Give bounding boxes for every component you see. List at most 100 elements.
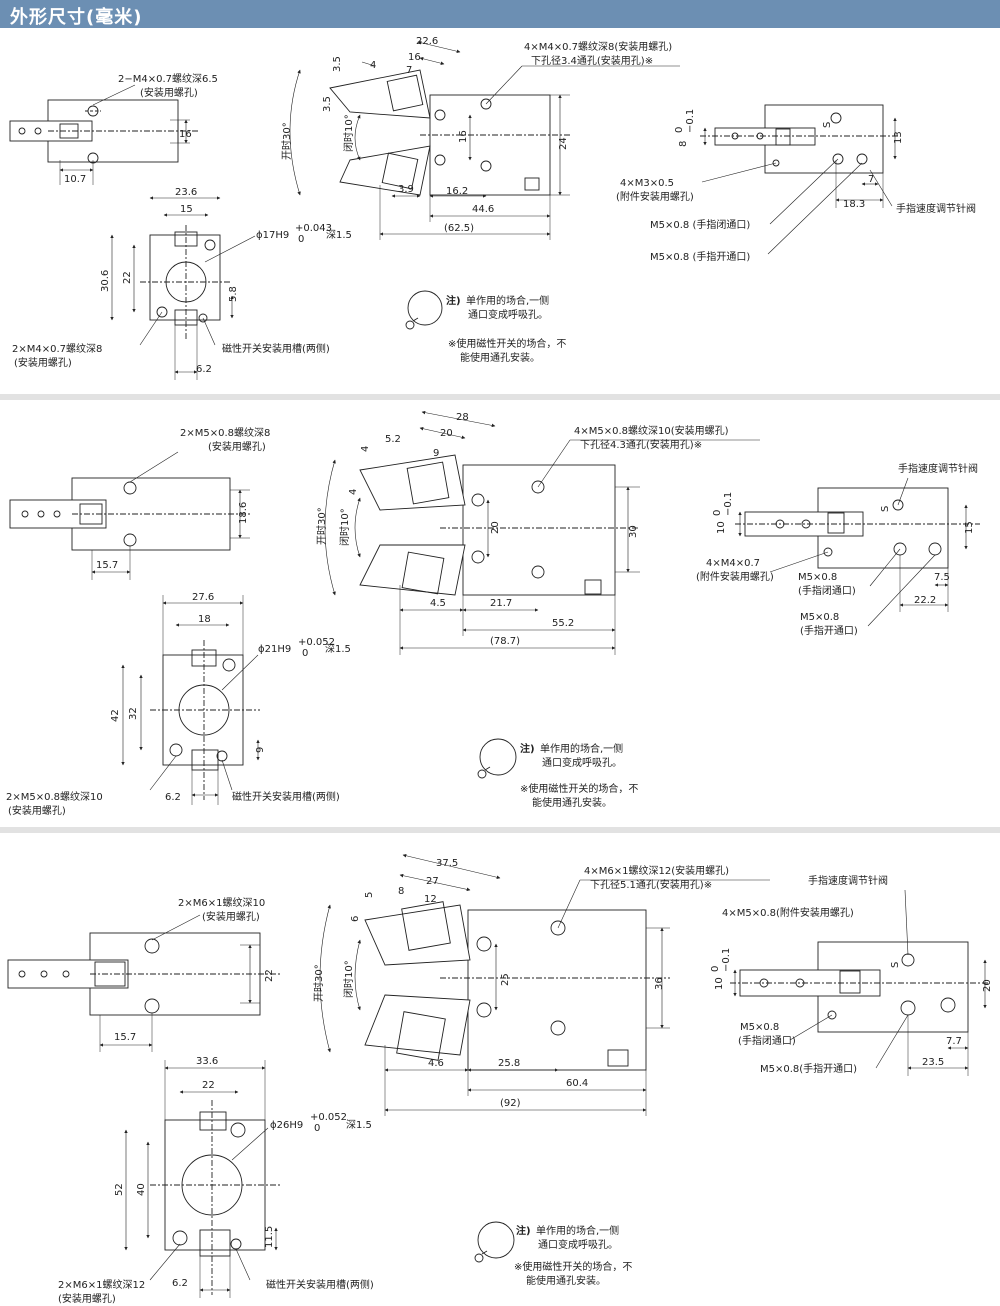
s1-note-1: 单作用的场合,一侧	[466, 294, 549, 307]
s3-dim-37-5: 37.5	[436, 858, 458, 869]
s1-right-view	[700, 104, 900, 255]
s2-middle-view	[324, 410, 760, 655]
s2-note-4: 能使用通孔安装。	[532, 796, 612, 809]
s2-dim-18-6: 18.6	[238, 502, 249, 524]
s3-r-thread: 4×M5×0.8(附件安装用螺孔)	[722, 906, 854, 919]
s1-dim-4: 4	[370, 60, 376, 71]
s3-dim-4-6: 4.6	[428, 1058, 444, 1069]
s3-dim-8: 8	[398, 886, 404, 897]
s3-r-dim-23-5: 23.5	[922, 1057, 944, 1068]
s3-dim-11-5: 11.5	[264, 1226, 275, 1248]
s1-dim-22: 22	[122, 271, 133, 284]
s1-dim-23-6: 23.6	[175, 187, 197, 198]
s2-bore-depth: 深1.5	[325, 643, 351, 655]
section-divider-1	[0, 394, 1000, 400]
s3-dim-5: 5	[364, 892, 375, 898]
s1-dim-24: 24	[558, 137, 569, 150]
section-1	[9, 40, 900, 380]
section-divider-2	[0, 827, 1000, 833]
s3-dim-60-4: 60.4	[566, 1078, 588, 1089]
s3-dim-36: 36	[654, 977, 665, 990]
s3-dim-40: 40	[136, 1183, 147, 1196]
s2-dim-78-7: (78.7)	[490, 636, 520, 647]
s1-r-dim-7: 7	[868, 174, 874, 185]
s2-dim-9: 9	[255, 747, 266, 753]
s2-r-needle: 手指速度调节针阀	[898, 462, 978, 475]
s1-r-port-close: M5×0.8 (手指闭通口)	[650, 218, 750, 231]
s2-r-dim-10-tol-up: 0	[712, 510, 723, 516]
s3-dim-22: 22	[264, 969, 275, 982]
s3-middle-view	[319, 853, 770, 1116]
s3-r-port-close-note: (手指闭通口)	[738, 1034, 796, 1047]
s2-front-thread: 2×M5×0.8螺纹深10	[6, 790, 103, 803]
s2-labels: 2×M5×0.8螺纹深8 (安装用螺孔) 18.6 15.7 27.6 18 4…	[6, 412, 978, 817]
s1-front-view	[110, 196, 256, 380]
s2-front-view	[121, 595, 260, 805]
s2-dim-5-2: 5.2	[385, 434, 401, 445]
s1-note-label: 注)	[446, 294, 461, 307]
s2-note-label: 注)	[520, 742, 535, 755]
s3-dim-12: 12	[424, 894, 437, 905]
s3-dim-22f: 22	[202, 1080, 215, 1091]
s3-dim-6: 6	[350, 916, 361, 922]
s3-front-view	[124, 1060, 280, 1298]
s3-r-port-open: M5×0.8(手指开通口)	[760, 1062, 857, 1075]
s3-front-thread-note: (安装用螺孔)	[58, 1292, 116, 1305]
s2-dim-55-2: 55.2	[552, 618, 574, 629]
s1-top-thread-2: 下孔径3.4通孔(安装用孔)※	[531, 54, 653, 67]
s3-note-icon	[474, 1221, 515, 1263]
s2-note-3: ※使用磁性开关的场合，不	[520, 782, 638, 795]
s2-dim-15-7: 15.7	[96, 560, 118, 571]
s3-r-dim-20: 20	[982, 979, 993, 992]
s1-middle-view	[289, 40, 680, 240]
s1-note-2: 通口变成呼吸孔。	[468, 308, 548, 321]
s3-side-view	[7, 914, 280, 1052]
s3-bore-tol-lo: 0	[314, 1123, 320, 1134]
s1-labels: 2−M4×0.7螺纹深6.5 (安装用螺孔) 16 10.7 23.6 15 3…	[12, 36, 976, 375]
s1-dim-3-9: 3.9	[398, 184, 414, 195]
s3-front-thread: 2×M6×1螺纹深12	[58, 1278, 145, 1291]
s1-r-dim-13: 13	[893, 131, 904, 144]
s3-dim-52: 52	[114, 1183, 125, 1196]
s1-note-3: ※使用磁性开关的场合，不	[448, 337, 566, 350]
s1-open-angle: 开时30°	[281, 122, 293, 160]
s1-dim-16-2: 16.2	[446, 186, 468, 197]
s3-dim-15-7: 15.7	[114, 1032, 136, 1043]
s2-side-thread-note: (安装用螺孔)	[208, 440, 266, 453]
s2-dim-4a: 4	[360, 446, 371, 452]
s2-side-thread: 2×M5×0.8螺纹深8	[180, 426, 270, 439]
s2-open-angle: 开时30°	[316, 507, 328, 545]
page-title: 外形尺寸(毫米)	[10, 7, 143, 28]
s3-r-dim-7-7: 7.7	[946, 1036, 962, 1047]
s3-dim-33-6: 33.6	[196, 1056, 218, 1067]
s3-r-dim-10-tol-up: 0	[710, 966, 721, 972]
s3-side-thread-note: (安装用螺孔)	[202, 910, 260, 923]
s1-front-thread: 2×M4×0.7螺纹深8	[12, 342, 102, 355]
s2-front-thread-note: (安装用螺孔)	[8, 804, 66, 817]
s2-dim-6-2: 6.2	[165, 792, 181, 803]
s1-close-angle: 闭时10°	[342, 114, 355, 152]
s1-bore-tol-up: +0.043	[295, 223, 332, 234]
s2-r-port-close-note: (手指闭通口)	[798, 584, 856, 597]
s1-dim-3-5b: 3.5	[322, 96, 333, 112]
s2-top-thread-2: 下孔径4.3通孔(安装用孔)※	[580, 438, 702, 451]
s2-dim-9: 9	[433, 448, 439, 459]
s1-dim-7: 7	[406, 65, 412, 76]
s1-side-view	[9, 84, 200, 185]
s3-bore-depth: 深1.5	[346, 1119, 372, 1131]
s3-top-thread-2: 下孔径5.1通孔(安装用孔)※	[590, 878, 712, 891]
s1-r-thread: 4×M3×0.5	[620, 178, 674, 189]
s2-dim-4b: 4	[348, 489, 359, 495]
s1-bore-depth: 深1.5	[326, 229, 352, 241]
s2-close-angle: 闭时10°	[338, 508, 351, 546]
s1-dim-15: 15	[180, 204, 193, 215]
s3-side-thread: 2×M6×1螺纹深10	[178, 896, 265, 909]
s1-dim-5-8: 5.8	[228, 286, 239, 302]
s3-dim-92: (92)	[500, 1098, 521, 1109]
s2-top-thread: 4×M5×0.8螺纹深10(安装用螺孔)	[574, 424, 729, 437]
s1-switch-slot: 磁性开关安装用槽(两侧)	[222, 342, 330, 355]
s2-note-1: 单作用的场合,一侧	[540, 742, 623, 755]
s3-bore-tol-up: +0.052	[310, 1112, 347, 1123]
s1-bore-tol-lo: 0	[298, 234, 304, 245]
